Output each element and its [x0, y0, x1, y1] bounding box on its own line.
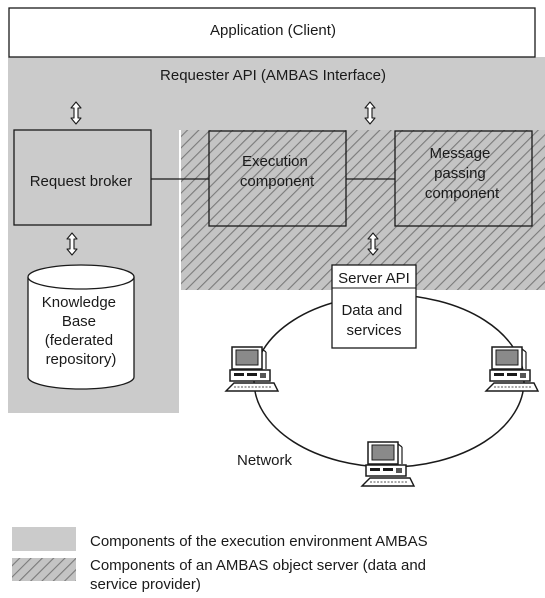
execution-component-label: Execution component: [240, 153, 315, 190]
requester-api-label: Requester API (AMBAS Interface): [160, 67, 386, 84]
computer-icon: [225, 346, 279, 392]
legend-swatch-ambas-environment: [12, 527, 76, 551]
computer-icon: [485, 346, 539, 392]
server-api-box: [331, 264, 417, 349]
knowledge-base-label: Knowledge Base (federated repository): [42, 294, 120, 368]
message-passing-label: Message passing component: [425, 145, 500, 202]
legend-object-server-label: Components of an AMBAS object server (da…: [90, 557, 430, 593]
request-broker-box: [13, 129, 152, 226]
requester-api-band: [8, 57, 545, 93]
message-passing-box: [394, 130, 533, 227]
data-and-services-label: Data and services: [341, 302, 406, 339]
server-api-label: Server API: [338, 270, 410, 287]
execution-component-box: [208, 130, 347, 227]
request-broker-label: Request broker: [30, 173, 133, 190]
application-client-label: Application (Client): [210, 22, 336, 39]
network-label: Network: [237, 452, 293, 469]
legend-swatch-object-server: [12, 558, 76, 581]
computer-icon: [361, 441, 415, 487]
application-client-box: [8, 7, 536, 58]
knowledge-base-cylinder: [27, 264, 135, 390]
ambas-environment-connector: [179, 93, 545, 130]
legend-ambas-environment-label: Components of the execution environment …: [90, 533, 428, 550]
